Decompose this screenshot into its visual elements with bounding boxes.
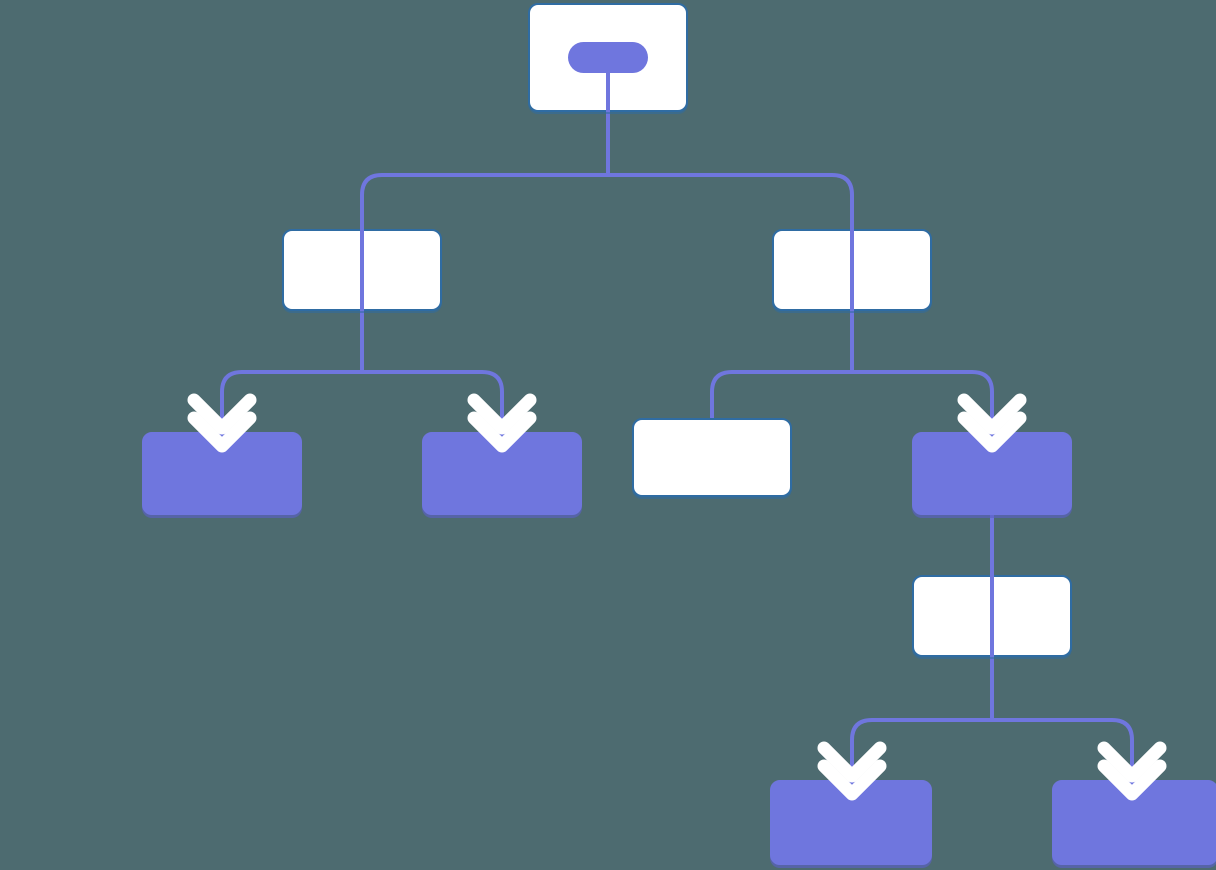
node-n10[interactable]	[1052, 780, 1216, 865]
node-n5[interactable]	[422, 432, 582, 515]
node-n9[interactable]	[770, 780, 932, 865]
node-n7[interactable]	[912, 432, 1072, 515]
node-n8[interactable]	[912, 575, 1072, 657]
node-n6[interactable]	[632, 418, 792, 497]
node-n2[interactable]	[282, 229, 442, 311]
node-n4[interactable]	[142, 432, 302, 515]
node-n1[interactable]	[528, 3, 688, 112]
node-n3[interactable]	[772, 229, 932, 311]
node-content-pill	[568, 42, 648, 73]
